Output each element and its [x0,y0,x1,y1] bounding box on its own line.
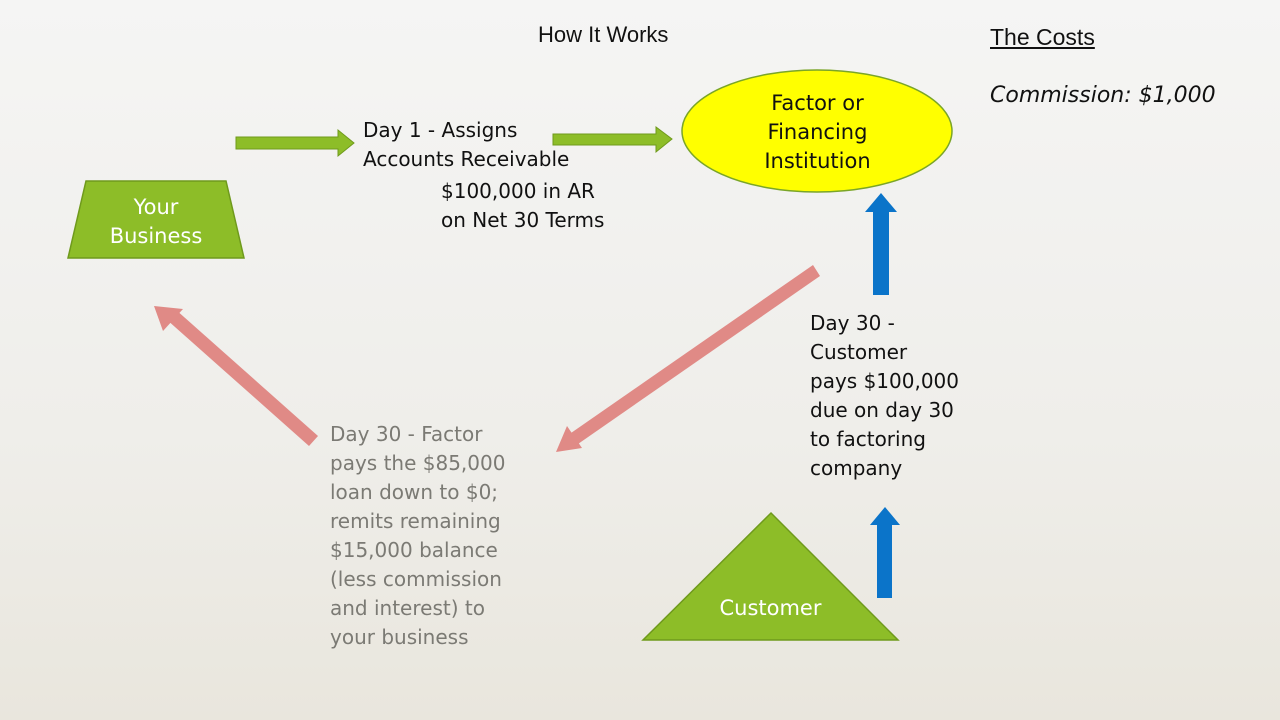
green-arrow-assign [235,128,355,158]
ar-amount-text: $100,000 in AR on Net 30 Terms [441,179,605,232]
blue-arrow-to-factor [865,193,897,295]
costs-title: The Costs [990,24,1095,50]
salmon-arrow-to-business [154,306,318,446]
slide-title: How It Works [538,22,669,47]
salmon-arrow-factor-payout [556,265,820,452]
step-day1-text: Day 1 - Assigns Accounts Receivable [363,118,570,171]
commission-text: Commission: $1,000 [990,83,1216,108]
factor-label: Factor or Financing Institution [764,91,871,173]
factor-ellipse [681,69,953,193]
customer-shape [641,511,900,641]
green-arrow-to-factor [552,126,673,154]
blue-arrow-from-customer [870,507,900,598]
your-business-label: Your Business [109,195,203,248]
your-business-shape [67,180,245,259]
step-day30-factor-text: Day 30 - Factor pays the $85,000 loan do… [330,422,506,649]
customer-label: Customer [719,596,822,620]
step-day30-customer-text: Day 30 - Customer pays $100,000 due on d… [810,311,959,480]
